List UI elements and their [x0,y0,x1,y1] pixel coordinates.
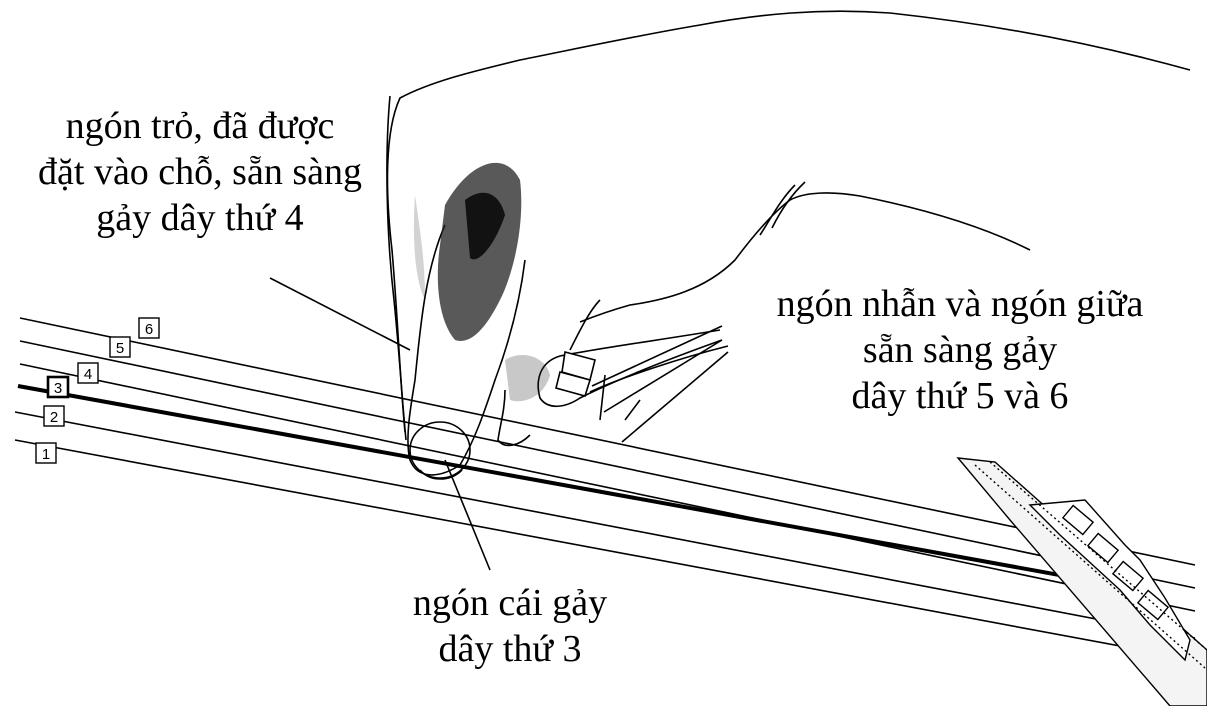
string-number-4: 4 [78,363,98,383]
ring-middle-label-line-2: sẵn sàng gảy [720,327,1200,373]
string-number-5: 5 [110,337,130,357]
string-number-5-text: 5 [116,340,124,357]
string-number-3: 3 [48,377,68,397]
string-number-2-text: 2 [50,409,58,426]
string-number-6: 6 [139,318,159,338]
ring-middle-label-line-3: dây thứ 5 và 6 [720,373,1200,419]
thumb-label-line-2: dây thứ 3 [360,626,660,672]
string-number-1-text: 1 [42,446,50,463]
string-number-6-text: 6 [145,321,153,338]
ring-finger-leader [592,326,722,386]
string-number-1: 1 [36,443,56,463]
string-number-2: 2 [44,406,64,426]
ring-middle-label-line-1: ngón nhẫn và ngón giữa [720,281,1200,327]
string-number-boxes: 1 2 3 4 5 6 [36,318,159,463]
thumb-label: ngón cái gảy dây thứ 3 [360,580,660,672]
index-finger-label: ngón trỏ, đã được đặt vào chỗ, sẵn sàng … [0,103,400,241]
index-finger-leader [270,278,410,350]
string-number-4-text: 4 [84,366,92,383]
thumb-label-line-1: ngón cái gảy [360,580,660,626]
middle-finger-leader-1 [604,340,722,412]
index-finger-label-line-2: đặt vào chỗ, sẵn sàng [0,149,400,195]
index-finger-label-line-3: gảy dây thứ 4 [0,195,400,241]
ring-middle-finger-label: ngón nhẫn và ngón giữa sẵn sàng gảy dây … [720,281,1200,419]
string-number-3-text: 3 [54,380,62,397]
finger-shading [414,163,550,401]
thumb-leader [445,460,490,570]
index-finger-label-line-1: ngón trỏ, đã được [0,103,400,149]
leader-lines [270,278,728,570]
